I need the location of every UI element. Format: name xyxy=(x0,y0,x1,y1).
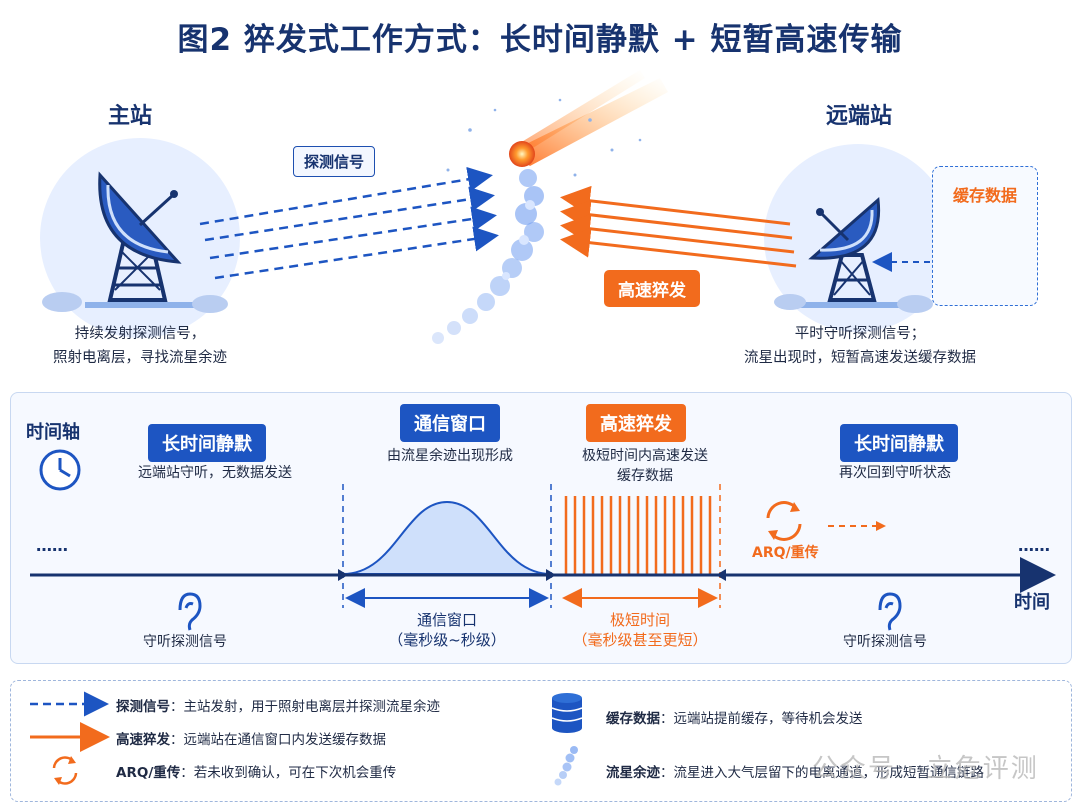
remote-station-dish-icon xyxy=(800,196,910,308)
legend-meteor: 流星余迹：流星进入大气层留下的电离通道，形成短暂通信链路 xyxy=(606,765,984,781)
remote-station-name: 远端站 xyxy=(826,104,893,129)
probe-signal-arrows xyxy=(199,166,499,280)
window-span-label: 通信窗口 （毫秒级~秒级） xyxy=(388,611,506,649)
phase-silence-2-desc: 再次回到守听状态 xyxy=(839,465,951,481)
legend-panel xyxy=(10,680,1072,802)
burst-tag: 高速猝发 xyxy=(604,270,700,307)
clock-icon xyxy=(39,449,81,491)
burst-span-label: 极短时间 （毫秒级甚至更短） xyxy=(572,611,708,649)
timeline-axis-label: 时间轴 xyxy=(26,422,80,443)
left-dots: …… xyxy=(36,536,68,555)
main-station-name: 主站 xyxy=(108,104,153,129)
ear-icon-2 xyxy=(878,592,902,631)
time-axis-end-label: 时间 xyxy=(1014,592,1050,613)
legend-graphics xyxy=(30,691,583,786)
meteor-trail xyxy=(432,169,544,344)
probe-signal-tag: 探测信号 xyxy=(293,146,376,177)
phase-window-label: 通信窗口 xyxy=(400,404,500,442)
meteor-icon xyxy=(509,70,668,167)
burst-arrows xyxy=(560,185,797,268)
arq-label: ARQ/重传 xyxy=(752,545,819,561)
legend-cache: 缓存数据：远端站提前缓存，等待机会发送 xyxy=(606,711,863,727)
legend-probe: 探测信号：主站发射，用于照射电离层并探测流星余迹 xyxy=(116,699,440,715)
burst-bars xyxy=(564,496,712,574)
ear-icon-1 xyxy=(178,592,202,631)
page-title: 图2 猝发式工作方式：长时间静默 + 短暂高速传输 xyxy=(177,22,903,58)
legend-database-icon xyxy=(551,693,583,733)
right-dots: …… xyxy=(1018,536,1050,555)
phase-silence-1-desc: 远端站守听，无数据发送 xyxy=(138,465,292,481)
timeline-graphics xyxy=(30,449,1056,631)
phase-silence-2-label: 长时间静默 xyxy=(840,424,958,462)
cache-box xyxy=(932,166,1038,306)
listen-label-2: 守听探测信号 xyxy=(843,634,927,650)
remote-station-caption: 平时守听探测信号； 流星出现时，短暂高速发送缓存数据 xyxy=(744,326,976,366)
phase-burst-desc: 极短时间内高速发送 缓存数据 xyxy=(582,448,708,484)
legend-arq: ARQ/重传：若未收到确认，可在下次机会重传 xyxy=(116,765,397,781)
cache-tag: 缓存数据 xyxy=(952,186,1017,205)
phase-burst-label: 高速猝发 xyxy=(586,404,686,442)
main-station-dish-icon xyxy=(85,171,195,308)
communication-window-curve xyxy=(342,500,552,575)
phase-window-desc: 由流星余迹出现形成 xyxy=(387,448,513,464)
watermark: 公众号 · 立危评测 xyxy=(812,754,1039,784)
listen-label-1: 守听探测信号 xyxy=(143,634,227,650)
legend-meteor-trail-icon xyxy=(554,746,578,786)
legend-burst: 高速猝发：远端站在通信窗口内发送缓存数据 xyxy=(116,732,386,748)
main-station-caption: 持续发射探测信号， 照射电离层，寻找流星余迹 xyxy=(53,326,227,366)
phase-silence-1-label: 长时间静默 xyxy=(148,424,266,462)
